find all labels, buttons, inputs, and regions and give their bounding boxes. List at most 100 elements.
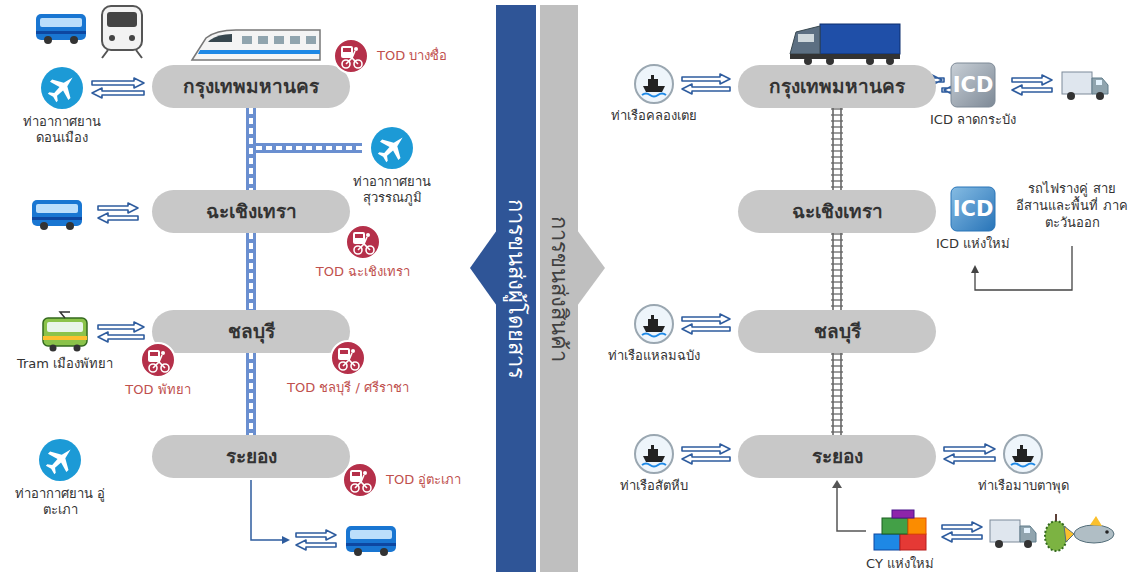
drawing-part bbox=[1064, 526, 1074, 542]
rail-line bbox=[246, 108, 256, 190]
arrow-right bbox=[92, 78, 144, 88]
drawing-part bbox=[343, 353, 355, 366]
icd-node: ICDICD ลาดกระบัง bbox=[950, 62, 996, 108]
drawing-part bbox=[102, 6, 142, 50]
tram-node: Tram เมืองพัทยา bbox=[40, 312, 90, 352]
drawing-part bbox=[1105, 530, 1109, 534]
band-arrow-right bbox=[577, 230, 605, 306]
city-box: ฉะเชิงเทรา bbox=[738, 190, 936, 233]
arrow-left bbox=[92, 88, 144, 98]
drawing-part bbox=[648, 79, 658, 86]
drawing-part bbox=[643, 86, 665, 92]
drawing-part bbox=[908, 518, 926, 534]
air-node: ท่าอากาศยาน ดอนเมือง bbox=[40, 66, 84, 110]
drawing-part bbox=[642, 94, 666, 97]
drawing-part bbox=[355, 475, 367, 488]
arrow-left bbox=[682, 454, 730, 464]
drawing-part bbox=[951, 63, 995, 107]
tod-label: TOD บางซื่อ bbox=[377, 48, 447, 64]
drawing-part bbox=[98, 203, 138, 223]
rail-line bbox=[832, 108, 834, 190]
drawing-part bbox=[1011, 464, 1035, 467]
connector bbox=[682, 314, 730, 334]
drawing-part bbox=[826, 57, 834, 65]
arrow-left bbox=[682, 324, 730, 334]
rail-branch bbox=[256, 148, 362, 149]
double-arrow bbox=[942, 522, 982, 542]
icon-label: CY แห่งใหม่ bbox=[845, 556, 955, 572]
drawing-part bbox=[882, 518, 908, 534]
rail-dash bbox=[249, 108, 253, 190]
arrow-right bbox=[682, 444, 730, 454]
rail-line bbox=[840, 353, 842, 435]
truck-icon bbox=[1062, 72, 1108, 100]
drawing-part bbox=[198, 50, 320, 54]
arrow-right bbox=[944, 444, 995, 454]
drawing-part bbox=[208, 34, 232, 42]
note-text: รถไฟรางคู่ สายอีสานและพื้นที่ ภาคตะวันออ… bbox=[1016, 180, 1128, 231]
city-name: ระยอง bbox=[738, 435, 936, 478]
tod-icon bbox=[140, 342, 176, 378]
drawing-part bbox=[32, 200, 82, 230]
port-icon bbox=[1003, 434, 1043, 474]
connector bbox=[833, 233, 841, 310]
tod-icon bbox=[342, 462, 378, 498]
arrow-right bbox=[682, 74, 730, 84]
drawing-part bbox=[102, 50, 142, 58]
drawing-part bbox=[341, 46, 353, 58]
drawing-part bbox=[43, 318, 87, 346]
drawing-part bbox=[971, 265, 979, 273]
drawing-part bbox=[161, 351, 165, 355]
drawing-part bbox=[351, 349, 355, 353]
connector bbox=[832, 480, 866, 531]
drawing-part bbox=[990, 520, 1036, 548]
drawing-part bbox=[129, 35, 135, 41]
port-node: ท่าเรือมาบตาพุด bbox=[1003, 434, 1043, 474]
air-icon bbox=[38, 438, 82, 482]
icd-mark: ICD bbox=[950, 186, 996, 232]
port-node: ท่าเรือแหลมฉบัง bbox=[634, 304, 674, 344]
city-name: กรุงเทพมหานคร bbox=[738, 65, 936, 108]
city-box: ระยอง bbox=[738, 435, 936, 478]
drawing-part bbox=[153, 355, 165, 368]
drawing-part bbox=[643, 326, 665, 332]
connector bbox=[833, 353, 841, 435]
city-name: ระยอง bbox=[152, 435, 350, 478]
arrow-right bbox=[98, 322, 144, 332]
drawing-part bbox=[642, 334, 666, 337]
double-arrow bbox=[1012, 75, 1052, 95]
connector bbox=[944, 444, 995, 464]
drawing-part bbox=[256, 143, 362, 153]
drawing-part bbox=[358, 237, 370, 250]
drawing-part bbox=[900, 534, 926, 550]
drawing-part bbox=[892, 510, 914, 518]
city-box: กรุงเทพมหานคร bbox=[152, 65, 350, 108]
drawing-part bbox=[363, 471, 367, 475]
drawing-part bbox=[975, 246, 1072, 290]
drawing-part bbox=[642, 464, 666, 467]
city-name: ฉะเชิงเทรา bbox=[152, 190, 350, 233]
drawing-part bbox=[790, 26, 820, 54]
drawing-part bbox=[643, 456, 665, 462]
icd-node: ICDICD แห่งใหม่ bbox=[950, 186, 996, 232]
drawing-part bbox=[36, 14, 86, 44]
drawing-part bbox=[242, 36, 252, 44]
drawing-part bbox=[192, 30, 320, 60]
drawing-part bbox=[1004, 435, 1042, 473]
drawing-part bbox=[635, 305, 673, 343]
port-icon bbox=[634, 304, 674, 344]
drawing-part bbox=[373, 128, 412, 167]
icon-label: ท่าอากาศยาน ดอนเมือง bbox=[12, 114, 112, 146]
band-arrow-left bbox=[470, 230, 497, 306]
arrow-left bbox=[944, 454, 995, 464]
tod-label: TOD พัทยา bbox=[108, 382, 208, 398]
drawing-part bbox=[109, 35, 115, 41]
leader-arrow bbox=[971, 246, 1072, 290]
connector bbox=[251, 353, 252, 435]
drawing-part bbox=[258, 36, 268, 44]
arrow-head bbox=[832, 480, 842, 488]
icon-label: ท่าอากาศยาน อู่ตะเภา bbox=[10, 486, 110, 518]
rail-dash bbox=[249, 233, 253, 310]
